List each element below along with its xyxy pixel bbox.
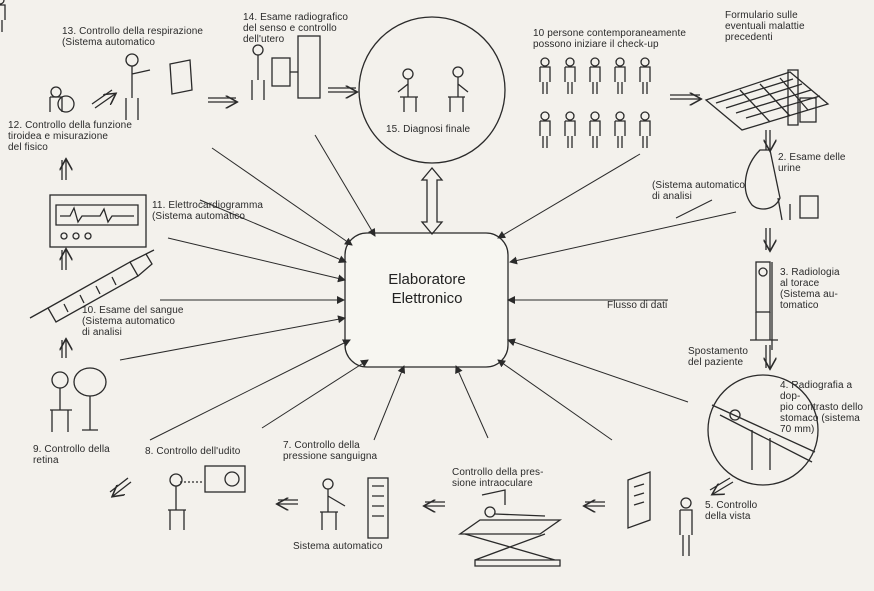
diagnosis-figures-icon <box>397 66 469 112</box>
hearing-test-icon <box>168 465 246 530</box>
vision-person-icon <box>679 497 693 556</box>
label-urine: 2. Esame delle urine <box>778 152 846 174</box>
uterus-xray-icon <box>251 35 321 100</box>
diagnosis-circle <box>358 16 506 164</box>
label-ecg: 11. Elettrocardiogramma (Sistema automat… <box>152 200 264 222</box>
label-thyroid: 12. Controllo della funzione tiroidea e … <box>8 120 132 153</box>
blood-pressure-icon <box>320 477 389 539</box>
computer-label: Elaboratore Elettronico <box>352 270 502 308</box>
thyroid-check-icon <box>49 86 75 113</box>
label-vision: 5. Controllo della vista <box>705 500 758 522</box>
urine-test-icon <box>744 149 819 221</box>
diagnosis-link-arrow <box>420 166 444 236</box>
label-retina: 9. Controllo della retina <box>33 444 110 466</box>
label-urine-auto: (Sistema automatico di analisi <box>652 180 746 202</box>
label-stomach-xray: 4. Radiografia a dop- pio contrasto dell… <box>780 380 864 435</box>
eye-chart-icon <box>627 471 651 529</box>
label-chest-xray: 3. Radiologia al torace (Sistema au- tom… <box>780 267 840 311</box>
computer-label-line2: Elettronico <box>391 290 463 307</box>
flow-arrows <box>62 88 770 506</box>
computer-label-line1: Elaboratore <box>388 271 466 288</box>
exam-bed-icon <box>457 489 563 567</box>
syringe-icon <box>29 249 155 323</box>
label-uterus-xray: 14. Esame radiografico del senso e contr… <box>243 12 349 45</box>
ecg-machine-icon <box>49 194 147 248</box>
label-bp-auto: Sistema automatico <box>293 541 383 552</box>
label-hearing: 8. Controllo dell'udito <box>145 446 241 457</box>
label-diagnosis: 15. Diagnosi finale <box>386 124 471 135</box>
label-data-flow: Flusso di dati <box>607 300 668 311</box>
label-respiration: 13. Controllo della respirazione (Sistem… <box>62 26 204 48</box>
label-patient-move: Spostamento del paziente <box>688 346 749 368</box>
data-flow-arrows <box>119 134 737 441</box>
respiration-check-icon <box>125 53 193 120</box>
label-form: Formulario sulle eventuali malattie prec… <box>725 10 805 43</box>
label-blood-test: 10. Esame del sangue (Sistema automatico… <box>82 305 184 338</box>
label-blood-pressure: 7. Controllo della pressione sanguigna <box>283 440 378 462</box>
label-intraocular: Controllo della pres- sione intraoculare <box>452 467 544 489</box>
retina-check-icon <box>50 367 107 432</box>
people-group-icon <box>0 0 651 149</box>
chest-xray-icon <box>750 261 778 350</box>
form-sheet-icon <box>704 69 830 131</box>
label-people: 10 persone contemporaneamente possono in… <box>533 28 687 50</box>
